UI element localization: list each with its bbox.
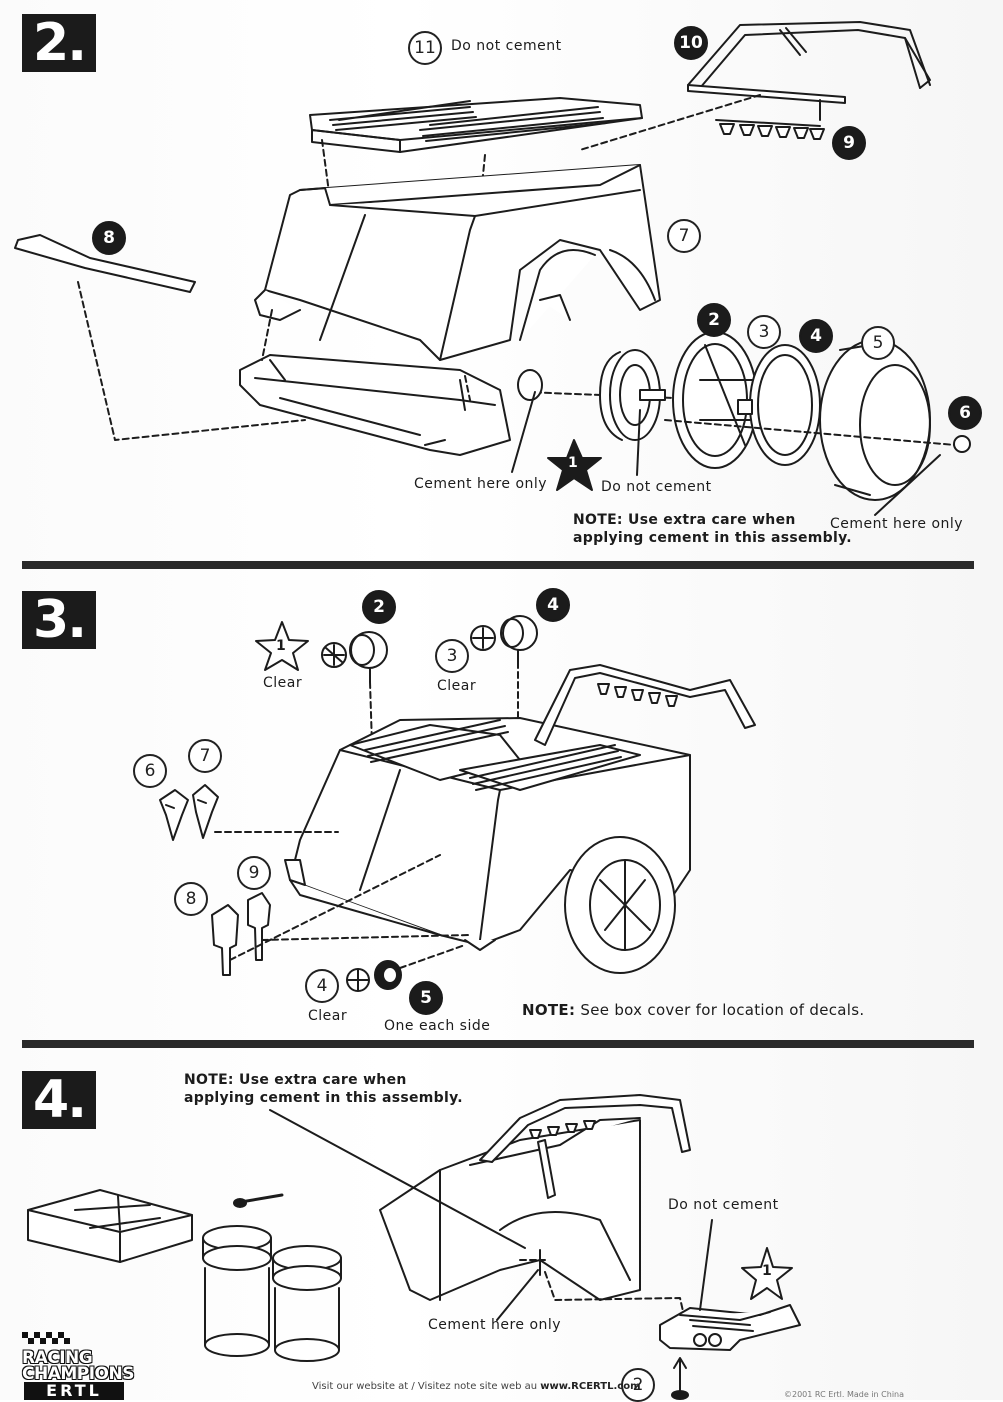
footer-website-prefix: Visit our website at / Visitez note site… <box>312 1381 538 1392</box>
callout-9: 9 <box>832 126 866 160</box>
step-number-2: 2. <box>22 14 96 72</box>
note-key: NOTE: <box>184 1072 234 1088</box>
chassis-drawing <box>239 354 511 456</box>
logo-line-ertl: ERTL <box>24 1382 124 1400</box>
callout-5: 5 <box>409 981 443 1015</box>
roll-bar-drawing <box>687 21 931 104</box>
bumper-drawing <box>14 234 196 293</box>
note-line1: Use extra care when <box>239 1072 407 1088</box>
note-key: NOTE: <box>573 512 623 528</box>
label-clear-3: Clear <box>437 678 477 694</box>
note-step3: NOTE: See box cover for location of deca… <box>522 1001 864 1019</box>
footer-website: Visit our website at / Visitez note site… <box>312 1381 641 1392</box>
note-step4: NOTE: Use extra care when applying cemen… <box>184 1071 463 1107</box>
label-cement-here-only-b: Cement here only <box>830 516 964 532</box>
star-number-step3: 1 <box>276 638 286 654</box>
callout-7: 7 <box>667 219 701 253</box>
note-line1: Use extra care when <box>628 512 796 528</box>
callout-4: 4 <box>305 969 339 1003</box>
callout-2: 2 <box>697 303 731 337</box>
callout-11: 11 <box>408 31 442 65</box>
footer-copyright: ©2001 RC Ertl. Made in China <box>784 1390 905 1399</box>
keys-drawing <box>211 892 271 976</box>
checkered-flag-icon <box>22 1332 70 1344</box>
callout-4: 4 <box>799 319 833 353</box>
assembled-car-drawing <box>284 717 691 974</box>
callout-2: 2 <box>362 590 396 624</box>
car-body-drawing <box>254 164 661 361</box>
callout-6: 6 <box>948 396 982 430</box>
roof-panel-drawing <box>309 97 643 153</box>
display-stands-drawing <box>202 1225 342 1362</box>
flame-decals-drawing <box>159 784 219 841</box>
racing-champions-ertl-logo: RACING CHAMPIONS ERTL <box>20 1328 145 1400</box>
note-text: See box cover for location of decals. <box>580 1001 865 1019</box>
star-number-step2: 1 <box>568 455 578 471</box>
label-cement-here-only-step4: Cement here only <box>428 1317 562 1333</box>
callout-3: 3 <box>747 315 781 349</box>
section-divider <box>22 561 974 569</box>
step-number-3: 3. <box>22 591 96 649</box>
label-clear-4: Clear <box>308 1008 348 1024</box>
label-one-each-side: One each side <box>384 1018 491 1034</box>
callout-8: 8 <box>174 882 208 916</box>
callout-7: 7 <box>188 739 222 773</box>
section-divider <box>22 1040 974 1048</box>
callout-8: 8 <box>92 221 126 255</box>
light-bar-drawing <box>715 119 825 140</box>
callout-2: 2 <box>621 1368 655 1402</box>
callout-9: 9 <box>237 856 271 890</box>
callout-10: 10 <box>674 26 708 60</box>
callout-4: 4 <box>536 588 570 622</box>
label-do-not-cement-step4: Do not cement <box>668 1197 779 1213</box>
callout-6: 6 <box>133 754 167 788</box>
note-line2: applying cement in this assembly. <box>573 530 852 546</box>
logo-line-racing: RACING <box>22 1348 93 1368</box>
star-number-step4: 1 <box>762 1263 772 1279</box>
note-key: NOTE: <box>522 1001 576 1019</box>
footer-website-url[interactable]: www.RCERTL.com <box>540 1381 641 1392</box>
callout-3: 3 <box>435 639 469 673</box>
note-line2: applying cement in this assembly. <box>184 1090 463 1106</box>
label-clear-1: Clear <box>263 675 303 691</box>
mount-bracket-drawing <box>659 1304 801 1351</box>
step-number-4: 4. <box>22 1071 96 1129</box>
roll-bar-installed-drawing <box>534 664 756 746</box>
callout-5: 5 <box>861 326 895 360</box>
label-do-not-cement-b: Do not cement <box>601 479 712 495</box>
label-cement-here-only-a: Cement here only <box>414 476 548 492</box>
label-do-not-cement-11: Do not cement <box>451 38 562 54</box>
note-step2: NOTE: Use extra care when applying cemen… <box>573 511 852 547</box>
car-underside-drawing <box>379 1094 691 1301</box>
logo-line-champions: CHAMPIONS <box>22 1364 135 1384</box>
display-base-drawing <box>27 1189 193 1263</box>
